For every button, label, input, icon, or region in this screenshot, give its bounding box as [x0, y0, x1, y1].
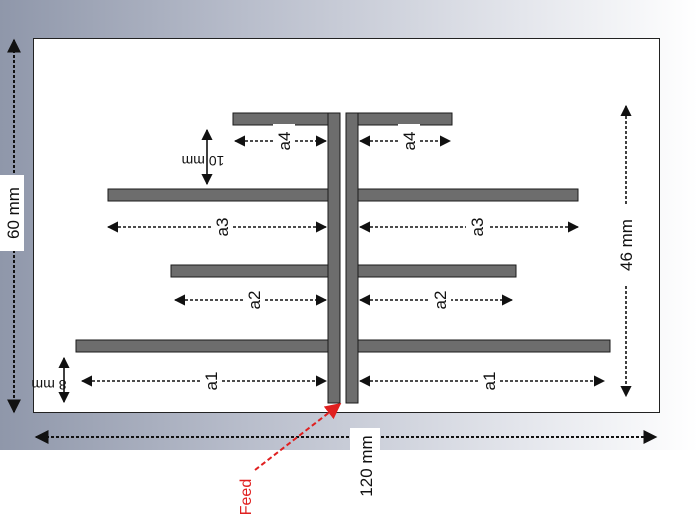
arm-a1-left	[75, 339, 329, 353]
a4-right-label: a4	[400, 132, 419, 151]
arm-label-backgrounds	[200, 124, 500, 398]
feed-strip-left	[327, 112, 341, 404]
a3-left-label: a3	[213, 218, 232, 237]
arm-span-label: 46 mm	[617, 219, 636, 271]
height-label-bg	[0, 175, 24, 251]
gap-upper-label: 10 mm	[182, 153, 225, 169]
arm-a1-right	[357, 339, 611, 353]
arm-a2-right	[357, 264, 517, 278]
arm-a4-right	[357, 112, 453, 126]
antenna-strips	[75, 112, 611, 404]
height-label: 60 mm	[4, 187, 23, 239]
arm-a3-right	[357, 188, 579, 202]
feed-label: Feed	[238, 479, 255, 515]
a1-right-label: a1	[480, 372, 499, 391]
width-label-bg	[350, 428, 380, 506]
a2-left-label: a2	[245, 291, 264, 310]
feed-arrow	[254, 403, 342, 471]
arm-a3-left	[107, 188, 329, 202]
a1-left-label: a1	[202, 372, 221, 391]
a2-right-label: a2	[431, 291, 450, 310]
a4-left-label: a4	[275, 132, 294, 151]
feed-strip-right	[345, 112, 359, 404]
gap-lower-label: 8 mm	[32, 377, 67, 393]
arm-a2-left	[170, 264, 329, 278]
width-label: 120 mm	[357, 435, 376, 496]
a3-right-label: a3	[468, 218, 487, 237]
arm-a4-left	[232, 112, 329, 126]
arm-span-label-bg	[614, 205, 638, 285]
